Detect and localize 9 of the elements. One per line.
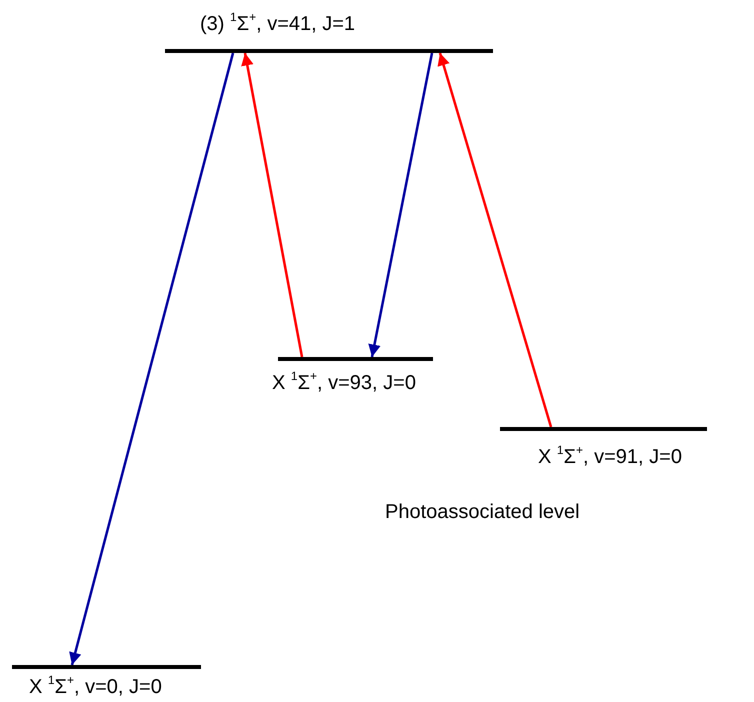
transition-arrow [69,52,234,666]
transition-arrow [368,52,434,358]
level-label: X $^{1}$Σ$^{+}$, v=93, J=0 [272,371,416,395]
transition-arrow [438,52,552,428]
level-caption: Photoassociated level [385,500,580,524]
level-label: X $^{1}$Σ$^{+}$, v=91, J=0 [538,445,682,469]
transition-arrow [241,52,304,358]
level-label: X $^{1}$Σ$^{+}$, v=0, J=0 [29,675,162,699]
level-label: (3) $^{1}$Σ$^{+}$, v=41, J=1 [200,12,356,36]
